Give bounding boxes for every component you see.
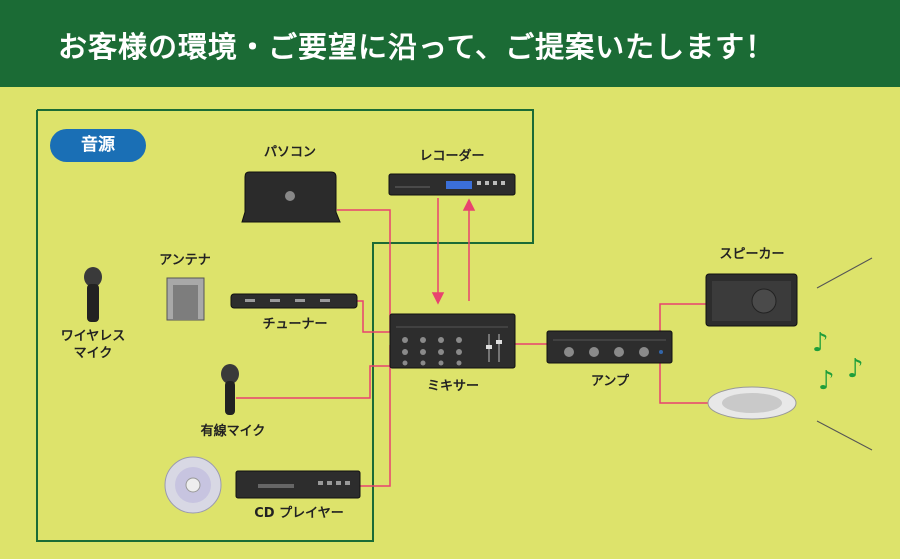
- mixer-device: [389, 313, 516, 369]
- sound-lines: [816, 257, 873, 451]
- wireless-mic-label: ワイヤレス マイク: [60, 329, 126, 361]
- antenna-device: [166, 277, 205, 321]
- speaker-device: [705, 273, 798, 327]
- speaker-label: スピーカー: [719, 247, 785, 262]
- mixer-label: ミキサー: [426, 379, 479, 394]
- source-group-frame: [36, 109, 534, 542]
- source-group-badge: 音源: [50, 129, 146, 162]
- pc-device: [241, 171, 341, 223]
- recorder-arrows: [431, 198, 476, 305]
- ceiling-speaker-device: [707, 386, 797, 420]
- wired-mic-label: 有線マイク: [200, 424, 266, 439]
- cd-player-label: CD プレイヤー: [254, 506, 344, 521]
- recorder-label: レコーダー: [419, 149, 485, 164]
- tuner-label: チューナー: [262, 317, 328, 332]
- recorder-device: [388, 173, 516, 196]
- svg-text:♪: ♪: [818, 366, 835, 396]
- antenna-label: アンテナ: [159, 253, 211, 268]
- cd-player-device: [235, 470, 361, 499]
- header-banner: お客様の環境・ご要望に沿って、ご提案いたします！: [0, 0, 900, 87]
- amp-device: [546, 330, 673, 364]
- music-note-icon: ♪ ♪ ♪: [812, 328, 864, 396]
- tuner-device: [230, 293, 358, 309]
- cd-disc-icon: [164, 456, 222, 514]
- wireless-microphone-icon: [84, 267, 102, 322]
- svg-text:♪: ♪: [847, 354, 864, 384]
- page-title: お客様の環境・ご要望に沿って、ご提案いたします！: [58, 30, 776, 64]
- microphone-icon: [221, 364, 239, 415]
- amp-label: アンプ: [590, 374, 630, 389]
- svg-text:♪: ♪: [812, 328, 829, 358]
- pc-label: パソコン: [263, 145, 316, 160]
